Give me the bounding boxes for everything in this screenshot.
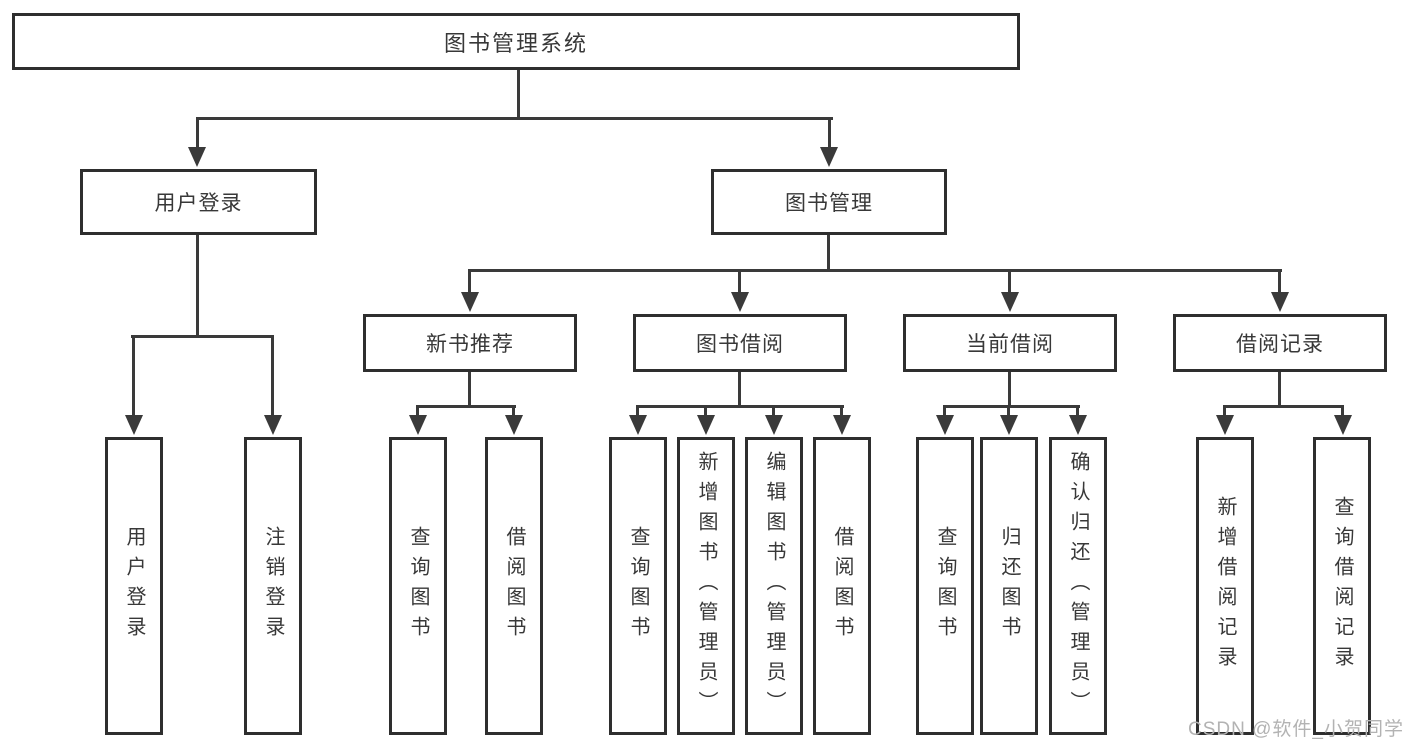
leaf-label: 查询图书 (934, 526, 956, 646)
connector (636, 405, 844, 408)
leaf-label: 用户登录 (123, 526, 145, 646)
arrowhead-icon (409, 415, 427, 435)
leaf-logout: 注销登录 (244, 437, 302, 735)
node-book-borrow-label: 图书借阅 (696, 333, 784, 356)
leaf-borrow-books-recommend: 借阅图书 (485, 437, 543, 735)
connector (196, 117, 833, 120)
leaf-add-books-admin: 新增图书（管理员） (677, 437, 735, 735)
connector (1076, 405, 1079, 417)
arrowhead-icon (1271, 292, 1289, 312)
leaf-return-books: 归还图书 (980, 437, 1038, 735)
leaf-label: 新增借阅记录 (1214, 496, 1236, 676)
node-current-borrow: 当前借阅 (903, 314, 1117, 372)
connector (772, 405, 775, 417)
connector (1007, 405, 1010, 417)
connector (468, 372, 471, 407)
leaf-label: 借阅图书 (503, 526, 525, 646)
watermark: CSDN @软件_小贺同学 (1188, 719, 1404, 740)
node-user-login: 用户登录 (80, 169, 317, 235)
connector (840, 405, 843, 417)
connector (512, 405, 515, 417)
arrowhead-icon (820, 147, 838, 167)
connector (196, 117, 199, 150)
connector (1223, 405, 1344, 408)
leaf-user-login: 用户登录 (105, 437, 163, 735)
connector (738, 372, 741, 407)
node-borrow-records-label: 借阅记录 (1236, 333, 1324, 356)
arrowhead-icon (125, 415, 143, 435)
arrowhead-icon (505, 415, 523, 435)
arrowhead-icon (629, 415, 647, 435)
leaf-label: 查询图书 (627, 526, 649, 646)
connector (517, 70, 520, 118)
leaf-label: 注销登录 (262, 526, 284, 646)
leaf-query-books-current: 查询图书 (916, 437, 974, 735)
arrowhead-icon (188, 147, 206, 167)
node-new-book-recommend: 新书推荐 (363, 314, 577, 372)
connector (943, 405, 946, 417)
connector (1341, 405, 1344, 417)
connector (827, 235, 830, 271)
arrowhead-icon (1334, 415, 1352, 435)
leaf-edit-books-admin: 编辑图书（管理员） (745, 437, 803, 735)
node-root: 图书管理系统 (12, 13, 1020, 70)
connector (1223, 405, 1226, 417)
connector (1278, 269, 1281, 295)
arrowhead-icon (936, 415, 954, 435)
arrowhead-icon (833, 415, 851, 435)
leaf-label: 确认归还（管理员） (1067, 451, 1089, 721)
arrowhead-icon (731, 292, 749, 312)
node-user-login-label: 用户登录 (154, 192, 243, 215)
connector (131, 335, 273, 338)
connector (1008, 372, 1011, 407)
arrowhead-icon (765, 415, 783, 435)
node-book-management: 图书管理 (711, 169, 947, 235)
connector (1278, 372, 1281, 407)
node-book-borrow: 图书借阅 (633, 314, 847, 372)
arrowhead-icon (264, 415, 282, 435)
leaf-label: 编辑图书（管理员） (763, 451, 785, 721)
connector (271, 335, 274, 417)
node-new-book-recommend-label: 新书推荐 (426, 333, 514, 356)
connector (416, 405, 419, 417)
node-current-borrow-label: 当前借阅 (966, 333, 1054, 356)
node-root-label: 图书管理系统 (443, 30, 588, 56)
leaf-query-borrow-record: 查询借阅记录 (1313, 437, 1371, 735)
leaf-label: 查询借阅记录 (1331, 496, 1353, 676)
leaf-query-books-recommend: 查询图书 (389, 437, 447, 735)
connector (704, 405, 707, 417)
leaf-label: 查询图书 (407, 526, 429, 646)
leaf-label: 新增图书（管理员） (695, 451, 717, 721)
leaf-label: 归还图书 (998, 526, 1020, 646)
connector (636, 405, 639, 417)
leaf-label: 借阅图书 (831, 526, 853, 646)
leaf-add-borrow-record: 新增借阅记录 (1196, 437, 1254, 735)
arrowhead-icon (1001, 292, 1019, 312)
arrowhead-icon (697, 415, 715, 435)
arrowhead-icon (1000, 415, 1018, 435)
connector (196, 235, 199, 337)
connector (943, 405, 1080, 408)
leaf-query-books-borrow: 查询图书 (609, 437, 667, 735)
node-book-management-label: 图书管理 (785, 192, 873, 215)
connector (132, 335, 135, 417)
connector (1008, 269, 1011, 295)
node-borrow-records: 借阅记录 (1173, 314, 1387, 372)
leaf-confirm-return-admin: 确认归还（管理员） (1049, 437, 1107, 735)
connector (416, 405, 516, 408)
connector (828, 117, 831, 150)
arrowhead-icon (1069, 415, 1087, 435)
leaf-borrow-books: 借阅图书 (813, 437, 871, 735)
connector (468, 269, 1282, 272)
connector (738, 269, 741, 295)
arrowhead-icon (461, 292, 479, 312)
connector (468, 269, 471, 295)
arrowhead-icon (1216, 415, 1234, 435)
